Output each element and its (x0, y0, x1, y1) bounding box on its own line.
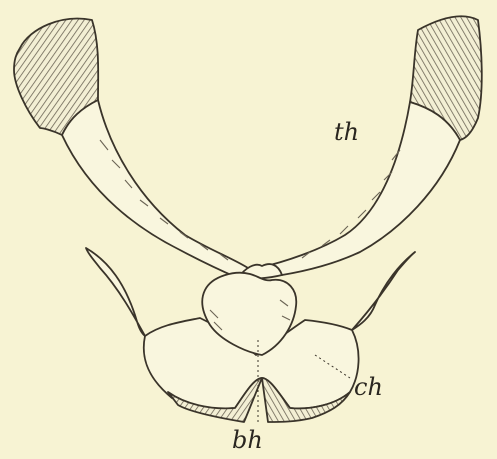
left-ceratohyal-horn (86, 248, 145, 336)
label-th: th (334, 120, 359, 144)
label-ch: ch (354, 375, 383, 399)
right-ceratohyal-horn (352, 252, 415, 330)
label-bh: bh (232, 428, 263, 452)
